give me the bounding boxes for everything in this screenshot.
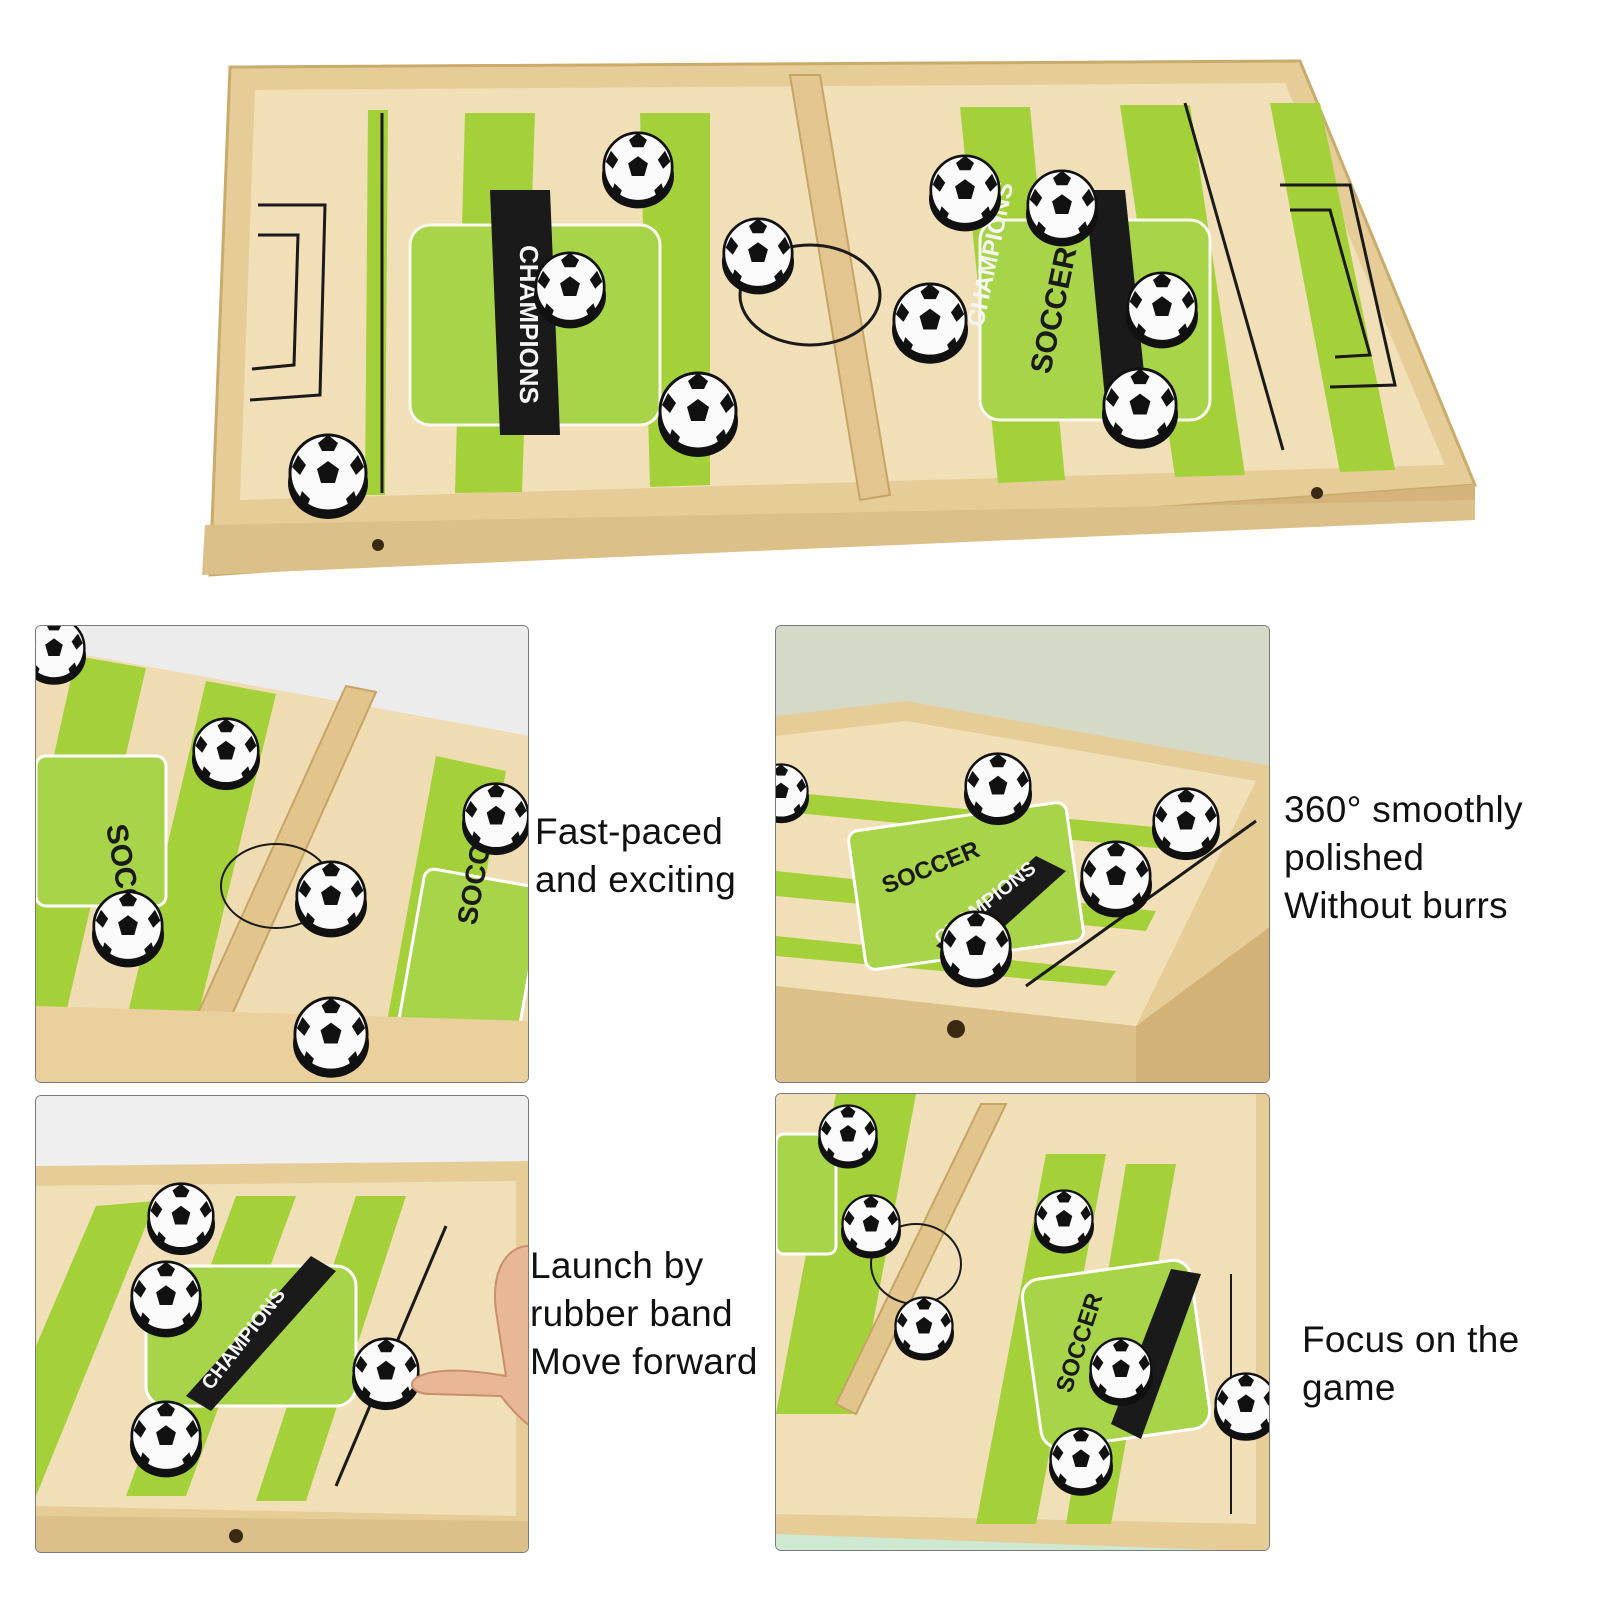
puck <box>600 131 676 210</box>
main-product-photo: CHAMPIONS CHAMPIONS SOCCER <box>190 55 1490 585</box>
puck <box>286 433 370 521</box>
detail-photo-polished: SOCCER CHAMPIONS <box>775 625 1270 1083</box>
hand-icon <box>411 1245 528 1426</box>
caption-launch: Launch by rubber band Move forward <box>530 1245 758 1382</box>
board-frame-bottom <box>202 500 1475 575</box>
puck <box>1024 169 1100 248</box>
puck <box>1124 271 1200 350</box>
caption-polished: 360° smoothly polished Without burrs <box>1284 789 1523 926</box>
center-divider <box>788 74 892 502</box>
right-rubber-band <box>1183 102 1285 451</box>
board-illustration: CHAMPIONS CHAMPIONS SOCCER <box>202 59 1478 577</box>
caption-focus: Focus on the game <box>1302 1319 1520 1408</box>
puck <box>532 251 608 330</box>
detail-photo-focus: SOCCER <box>775 1093 1270 1551</box>
goal-lines <box>249 183 1397 402</box>
puck <box>927 154 1003 233</box>
puck <box>890 282 970 366</box>
puck <box>656 371 740 459</box>
puck <box>720 217 796 296</box>
caption-fast-paced: Fast-paced and exciting <box>535 811 737 900</box>
detail-photo-fast-paced: SOCCER SOCCER <box>35 625 529 1083</box>
puck <box>1100 367 1180 451</box>
detail-photo-launch: CHAMPIONS <box>35 1095 529 1553</box>
